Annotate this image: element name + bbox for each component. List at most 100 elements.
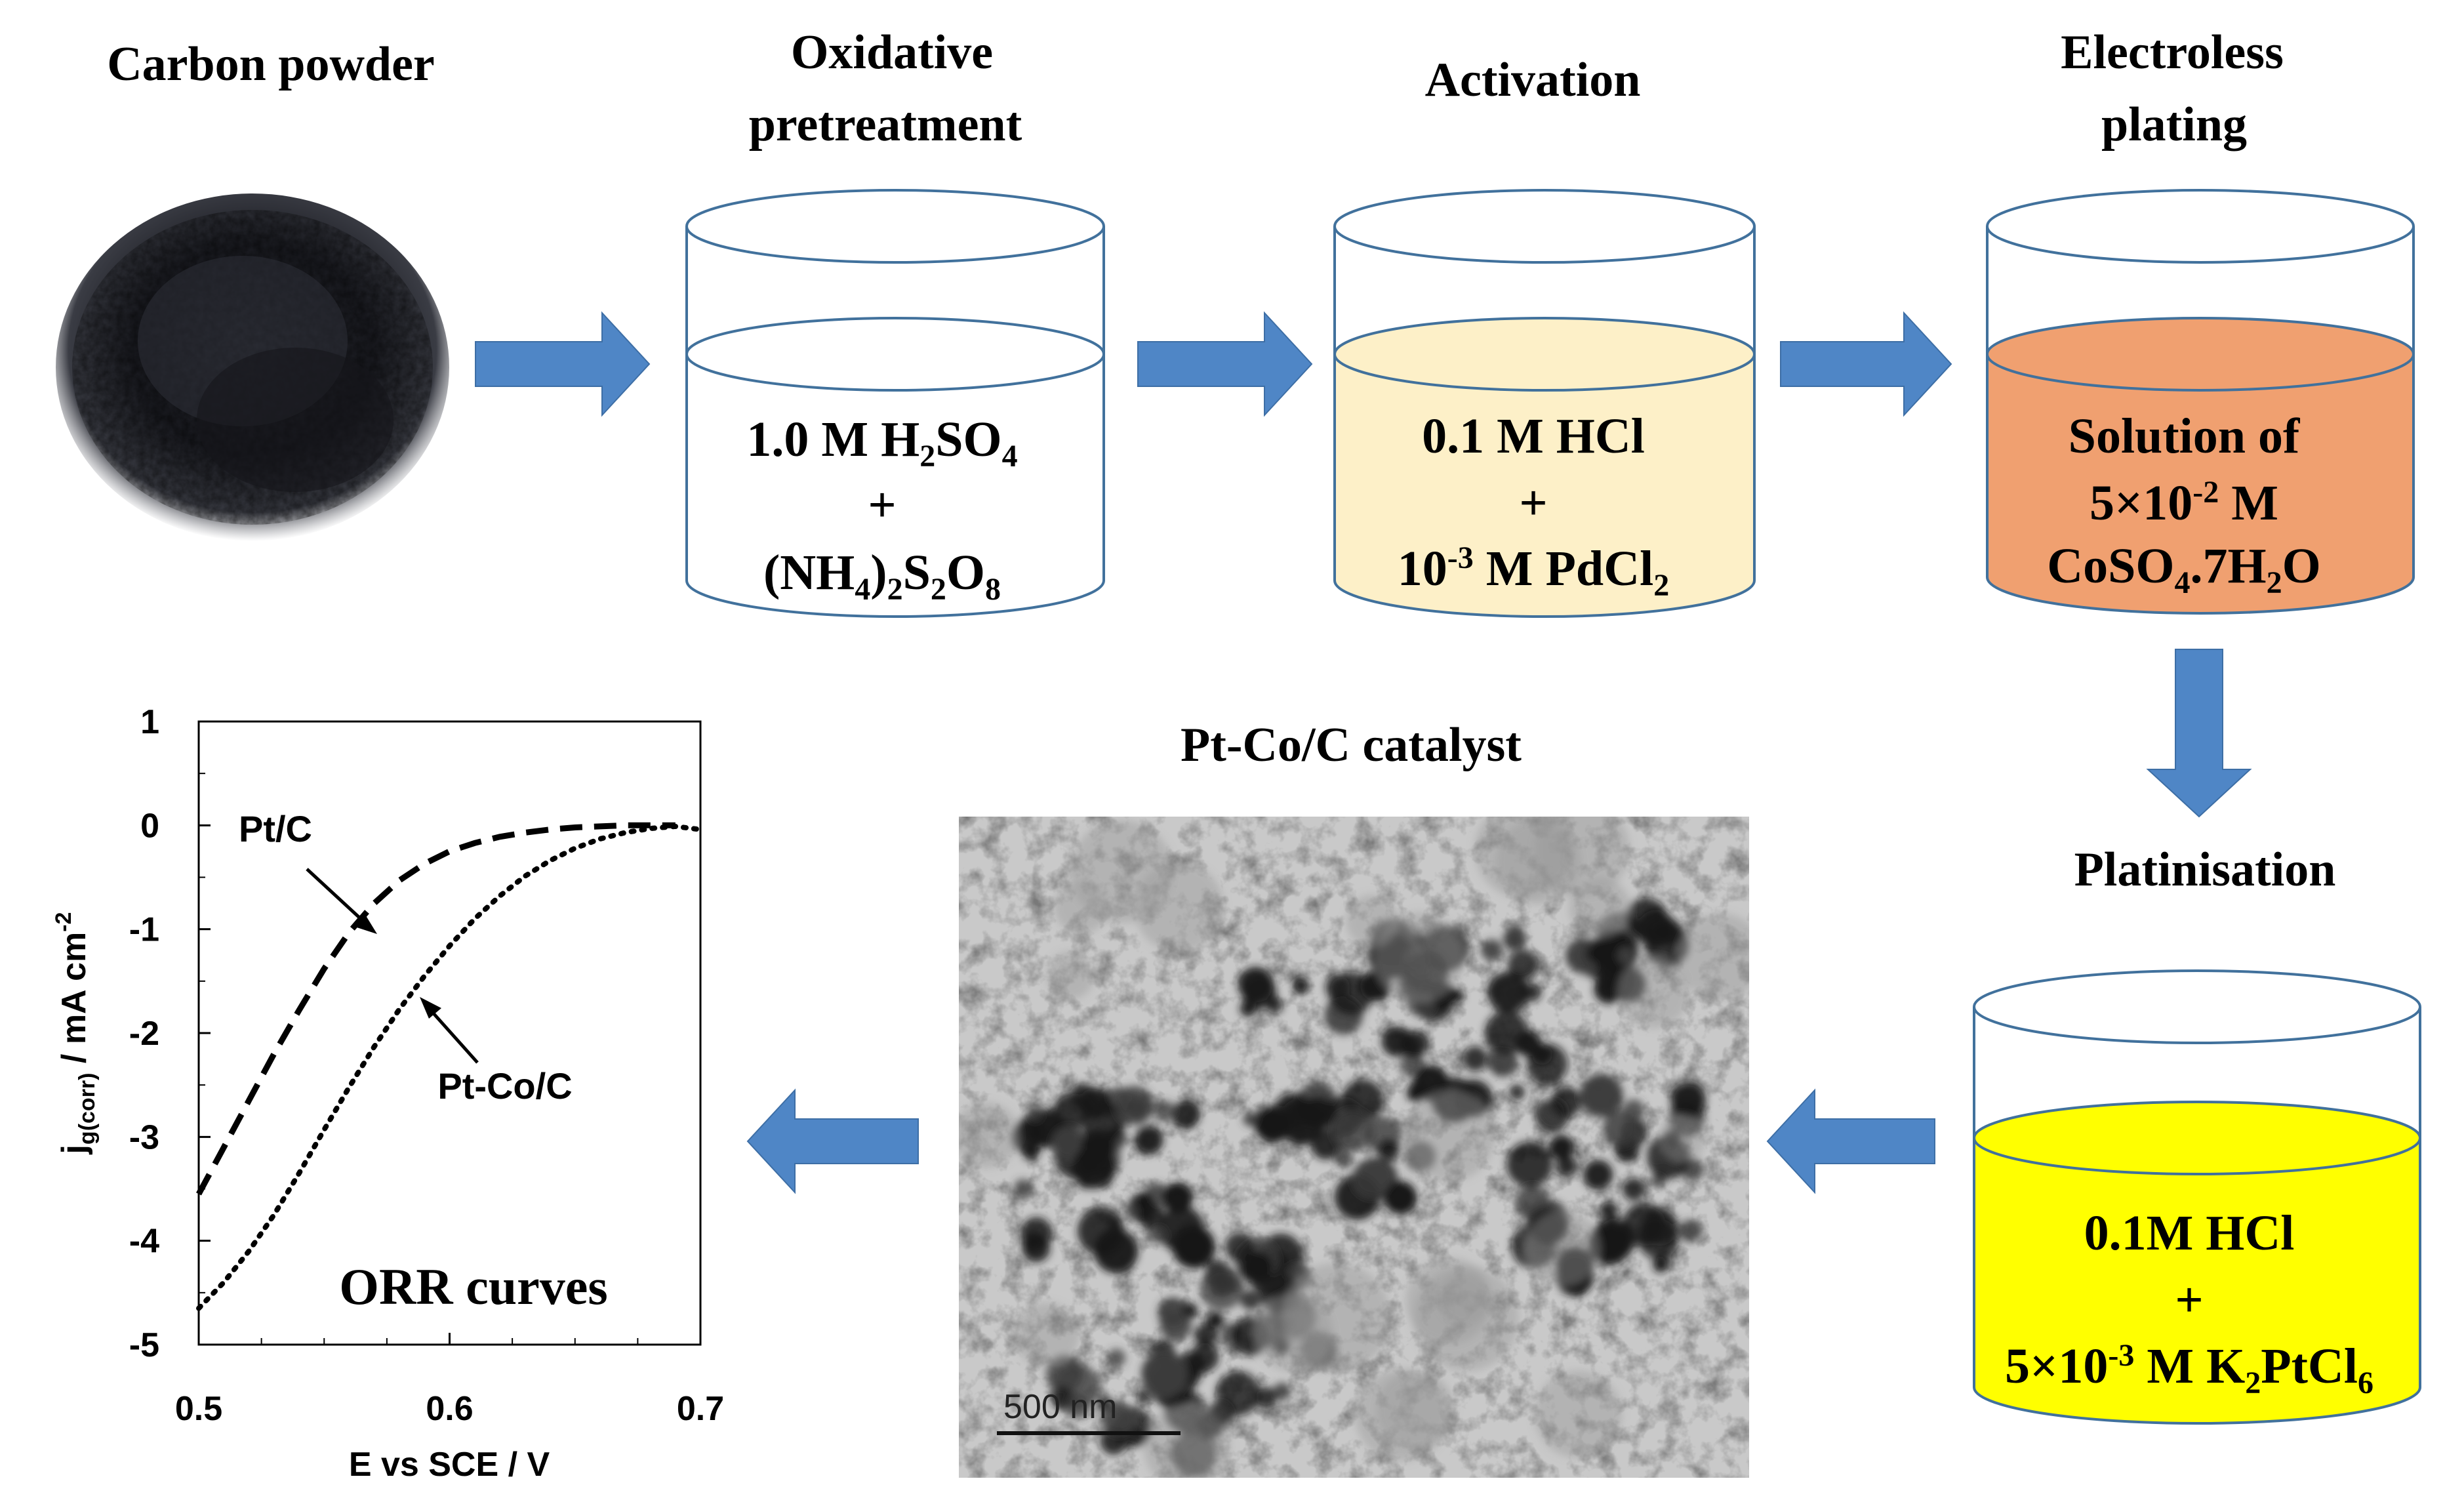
- tem-particle: [1102, 1402, 1136, 1436]
- tem-carbon-support: [1495, 819, 1582, 905]
- tem-particle: [1017, 1114, 1047, 1145]
- arrow-oxidative-to-activation: [1137, 311, 1313, 417]
- tem-particle: [1273, 1382, 1291, 1400]
- tem-particle: [1115, 1086, 1154, 1126]
- y-tick-label: -2: [129, 1015, 159, 1053]
- tem-particle: [1108, 1217, 1122, 1231]
- tem-particle: [1093, 1229, 1139, 1274]
- tem-particle: [1243, 976, 1277, 1010]
- tem-particle: [1154, 1100, 1175, 1122]
- oxidative-solution-plus: +: [868, 478, 896, 533]
- platinisation-solution-line3: 5×10-3 M K2PtCl6: [2005, 1338, 2373, 1400]
- beaker-platinisation: [1973, 969, 2421, 1425]
- platinisation-solution-plus: +: [2175, 1272, 2203, 1328]
- chart-ylabel: jg(corr) / mA cm-2: [51, 912, 100, 1154]
- tem-carbon-support: [959, 1102, 1019, 1169]
- pt-co-c-pointer-line: [426, 1006, 479, 1064]
- tem-particle: [1293, 977, 1309, 994]
- tem-particle: [1526, 1043, 1568, 1085]
- y-tick-label: 0: [140, 807, 159, 845]
- x-tick-label: 0.7: [677, 1390, 724, 1428]
- beaker-rim: [1973, 969, 2421, 1044]
- tem-carbon-support: [1144, 1404, 1231, 1478]
- tem-carbon-support: [1534, 1370, 1622, 1458]
- series-line-pt-c: [196, 822, 676, 1196]
- chart-xlabel: E vs SCE / V: [349, 1446, 550, 1484]
- tem-particle: [1243, 1112, 1257, 1126]
- tem-particle: [1678, 1219, 1702, 1243]
- arrow-carbon-to-oxidative: [475, 311, 651, 417]
- beaker-electroless: [1986, 189, 2415, 615]
- tem-carbon-support: [1373, 912, 1464, 1004]
- tem-carbon-support: [1134, 862, 1224, 952]
- tem-carbon-support: [1659, 1114, 1706, 1162]
- carbon-powder-title: Carbon powder: [107, 37, 435, 91]
- beaker-rim: [1986, 189, 2415, 264]
- beaker-liquid: [1974, 1138, 2420, 1423]
- tem-particle: [1051, 1126, 1087, 1162]
- activation-solution-line3: 10-3 M PdCl2: [1398, 540, 1669, 603]
- beaker-liquid: [1335, 354, 1754, 617]
- tem-particle: [1240, 1290, 1261, 1311]
- tem-particle: [1149, 1226, 1167, 1244]
- tem-particle: [1550, 1086, 1582, 1118]
- tem-particle: [1135, 1126, 1163, 1154]
- tem-particle: [1160, 1309, 1192, 1341]
- pt-c-pointer-line: [306, 868, 369, 926]
- tem-particle: [1026, 1106, 1043, 1122]
- beaker-oxidative: [685, 189, 1105, 618]
- tem-particle: [1072, 1145, 1116, 1189]
- tem-carbon-support: [1054, 879, 1108, 934]
- beaker-wall: [685, 226, 1105, 618]
- beaker-liquid-surface: [1986, 317, 2415, 392]
- tem-particle: [1652, 1255, 1670, 1273]
- y-tick-label: 1: [140, 703, 159, 741]
- beaker-rim: [685, 189, 1105, 264]
- carbon-powder-image: [46, 144, 459, 571]
- platinisation-title: Platinisation: [2074, 843, 2336, 897]
- tem-particle: [1022, 1234, 1051, 1263]
- tem-particle: [1107, 1349, 1126, 1368]
- tem-carbon-support: [1617, 956, 1689, 1028]
- tem-carbon-support: [1677, 913, 1749, 1000]
- tem-carbon-support: [1525, 1211, 1601, 1286]
- tem-particle: [1064, 1392, 1091, 1419]
- platinisation-solution-line1: 0.1M HCl: [2084, 1206, 2295, 1261]
- arrow-electroless-to-platinisation: [2146, 649, 2252, 818]
- tem-particle: [1506, 1141, 1553, 1188]
- series-label-pt-co-c: Pt-Co/C: [437, 1065, 572, 1107]
- tem-particle: [1171, 1100, 1201, 1129]
- beaker-wall: [1333, 226, 1756, 618]
- tem-particle: [1600, 1202, 1619, 1221]
- arrow-catalyst-to-chart: [746, 1088, 919, 1194]
- x-tick-label: 0.6: [426, 1390, 473, 1428]
- beaker-liquid-surface: [1973, 1101, 2421, 1175]
- beaker-liquid: [1987, 354, 2414, 613]
- series-line-pt-co-c: [196, 823, 703, 1311]
- tem-particle: [1273, 1092, 1311, 1129]
- tem-carbon-support: [1355, 1369, 1448, 1462]
- tem-particle: [1172, 1225, 1215, 1269]
- electroless-title-line1: Electroless: [2061, 26, 2284, 79]
- chart-title: ORR curves: [339, 1258, 607, 1315]
- beaker-liquid: [687, 354, 1104, 617]
- tem-particle: [1488, 1047, 1518, 1077]
- tem-particle: [1137, 1390, 1151, 1404]
- tem-particle: [1484, 1010, 1529, 1055]
- activation-solution-plus: +: [1519, 476, 1547, 531]
- tem-particle: [1137, 1202, 1165, 1229]
- oxidative-title-line1: Oxidative: [791, 26, 993, 79]
- tem-carbon-support: [1404, 1089, 1495, 1181]
- oxidative-solution-line1: 1.0 M H2SO4: [746, 412, 1017, 474]
- tem-particle: [1224, 1232, 1255, 1262]
- tem-particle: [1013, 1179, 1033, 1198]
- beaker-wall: [1973, 1007, 2421, 1425]
- arrow-activation-to-electroless: [1780, 311, 1952, 417]
- beaker-wall: [1986, 226, 2415, 615]
- tem-particle: [1583, 1160, 1613, 1190]
- catalyst-title: Pt-Co/C catalyst: [1181, 718, 1522, 772]
- tem-particle: [1331, 1108, 1373, 1151]
- tem-particle: [1510, 950, 1531, 970]
